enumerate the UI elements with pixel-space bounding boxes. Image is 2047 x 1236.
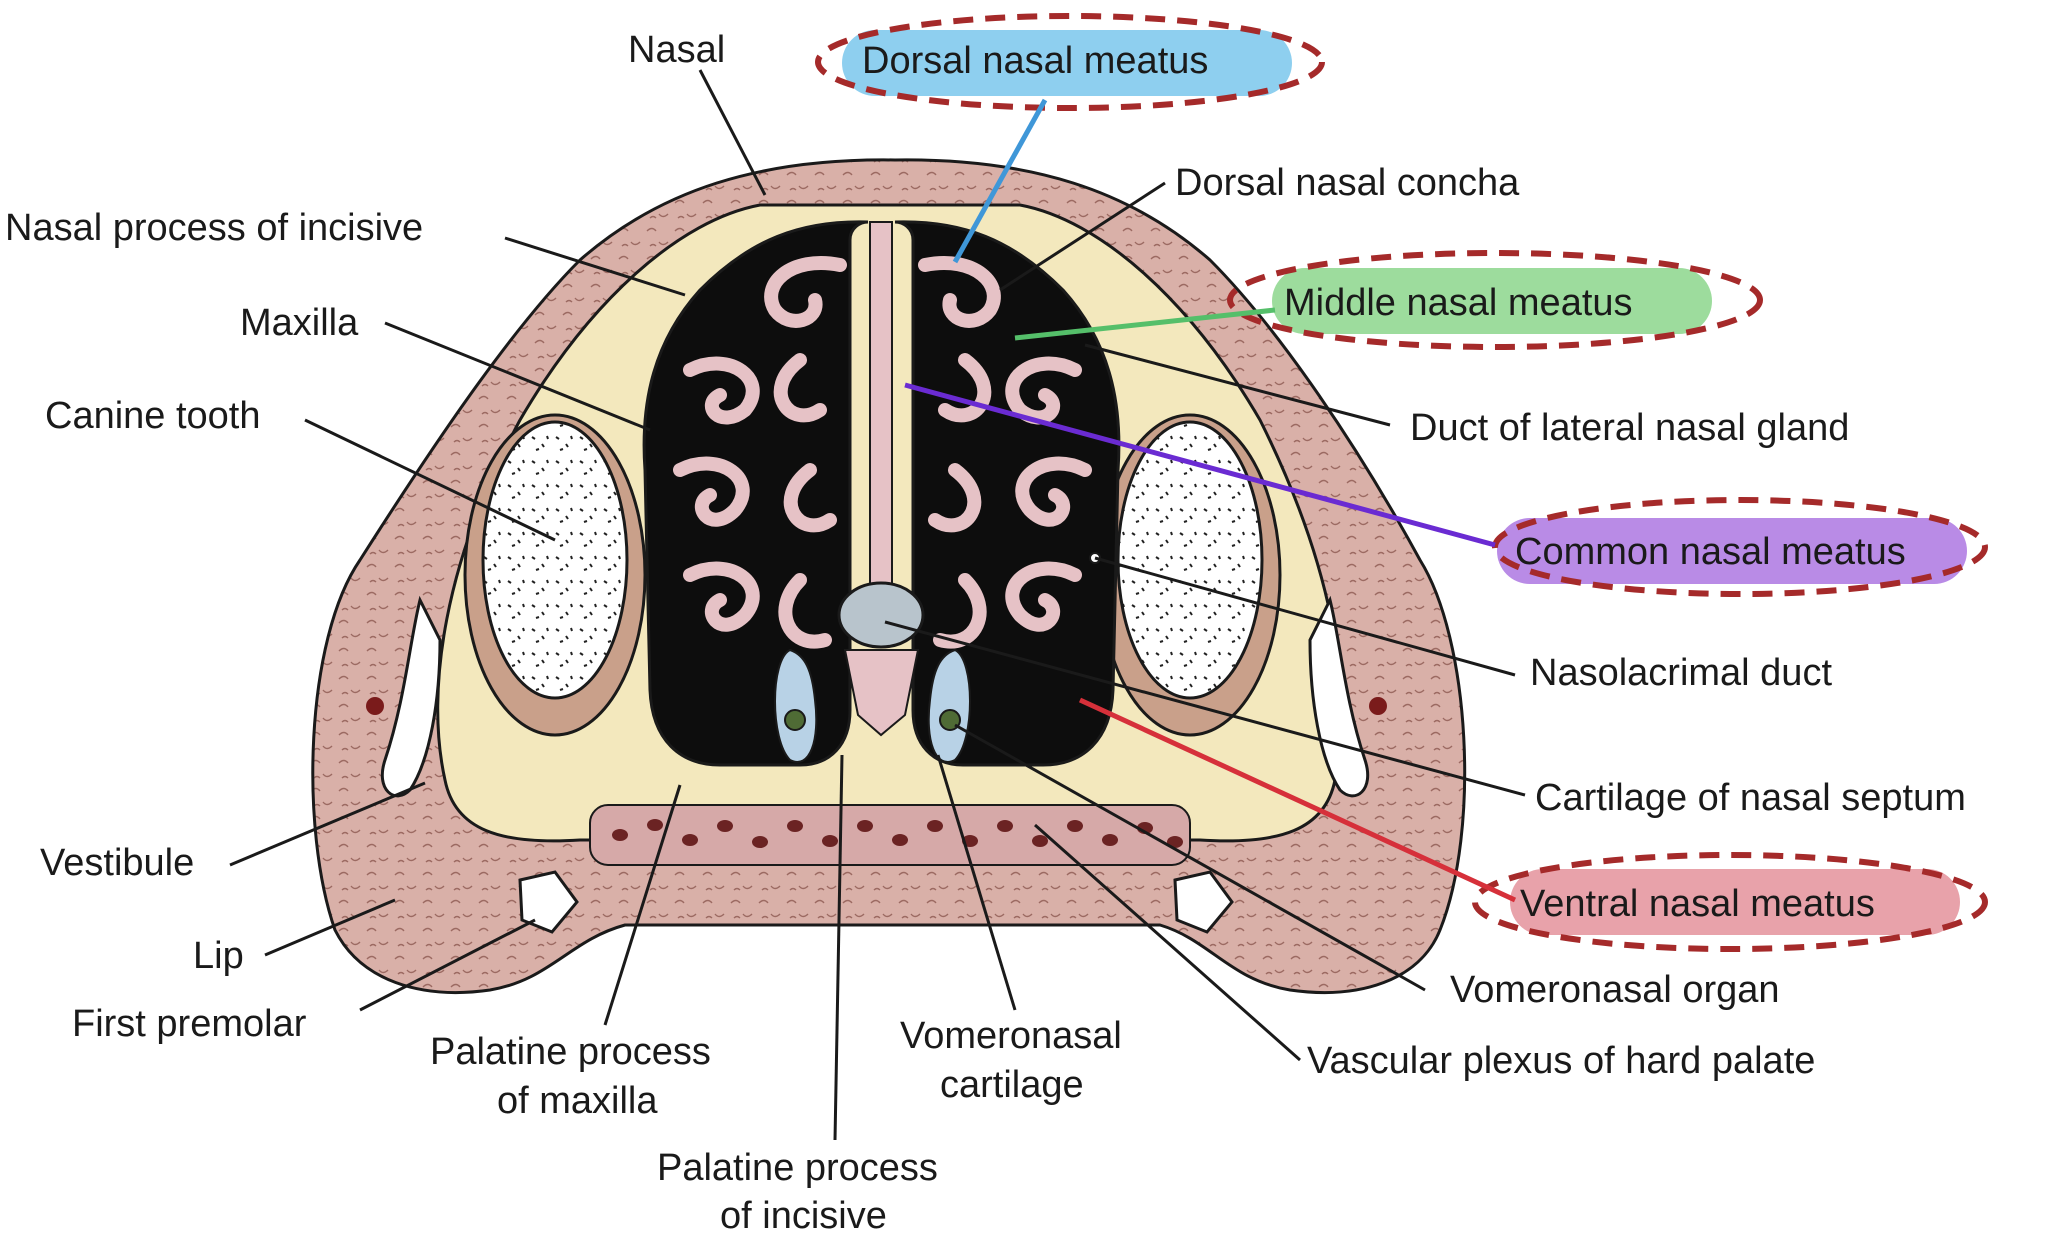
- canine-tooth-left: [463, 413, 647, 737]
- nasal-septum: [869, 221, 893, 643]
- first-premolar-left: [518, 870, 579, 934]
- label-middle-nasal-meatus: Middle nasal meatus: [1284, 282, 1633, 324]
- label-dorsal-nasal-concha: Dorsal nasal concha: [1175, 162, 1520, 204]
- nasal-cavity-left: [642, 220, 869, 767]
- label-nasolacrimal-duct: Nasolacrimal duct: [1530, 652, 1832, 694]
- label-palatine-process-of-maxilla-1: Palatine process: [430, 1031, 711, 1073]
- highlight-common-nasal-meatus: [1492, 497, 1988, 597]
- label-vestibule: Vestibule: [40, 842, 194, 884]
- vascular-plexus-vessels: [612, 819, 1183, 848]
- label-dorsal-nasal-meatus: Dorsal nasal meatus: [862, 40, 1208, 82]
- highlight-ventral-nasal-meatus: [1472, 852, 1988, 952]
- nasal-conchae: [673, 256, 1092, 649]
- label-first-premolar: First premolar: [72, 1003, 307, 1045]
- vestibule-right: [1308, 595, 1370, 798]
- label-palatine-process-of-maxilla-2: of maxilla: [497, 1080, 658, 1122]
- label-palatine-process-of-incisive-2: of incisive: [720, 1195, 887, 1236]
- pointer-common-nasal-meatus: [904, 382, 1496, 548]
- label-canine-tooth: Canine tooth: [45, 395, 261, 437]
- highlight-middle-nasal-meatus: [1227, 250, 1763, 350]
- label-vomeronasal-cartilage-1: Vomeronasal: [900, 1015, 1122, 1057]
- nasal-cavity-right: [894, 220, 1121, 767]
- label-palatine-process-of-incisive-1: Palatine process: [657, 1147, 938, 1189]
- vomeronasal-cartilage-shape: [843, 649, 920, 737]
- label-nasal-process-of-incisive: Nasal process of incisive: [5, 207, 423, 249]
- septal-cartilage: [837, 581, 925, 649]
- vessel-dot-right: [1369, 697, 1387, 715]
- vascular-plexus-band: [589, 804, 1191, 866]
- label-ventral-nasal-meatus: Ventral nasal meatus: [1520, 883, 1875, 925]
- label-common-nasal-meatus: Common nasal meatus: [1515, 531, 1906, 573]
- label-lip: Lip: [193, 935, 244, 977]
- leader-lines: [229, 69, 1526, 1141]
- label-vomeronasal-cartilage-2: cartilage: [940, 1064, 1084, 1106]
- pointer-ventral-nasal-meatus: [1078, 697, 1517, 903]
- first-premolar-right: [1173, 870, 1234, 934]
- label-vascular-plexus-of-hard-palate: Vascular plexus of hard palate: [1307, 1040, 1815, 1082]
- highlight-dorsal-nasal-meatus: [815, 13, 1325, 111]
- vomeronasal-duct-left: [784, 709, 806, 731]
- label-nasal: Nasal: [628, 29, 725, 71]
- canine-tooth-right: [1098, 413, 1282, 737]
- label-maxilla: Maxilla: [240, 302, 359, 344]
- label-duct-of-lateral-nasal-gland: Duct of lateral nasal gland: [1410, 407, 1849, 449]
- label-cartilage-of-nasal-septum: Cartilage of nasal septum: [1535, 777, 1966, 819]
- labels: Nasal Dorsal nasal meatus Dorsal nasal c…: [5, 29, 1966, 1236]
- vessel-dot-left: [366, 697, 384, 715]
- label-vomeronasal-organ: Vomeronasal organ: [1450, 969, 1780, 1011]
- vestibule-left: [380, 595, 442, 798]
- vomeronasal-organ-left: [774, 648, 818, 763]
- pointer-middle-nasal-meatus: [1014, 307, 1276, 341]
- pointer-dorsal-nasal-meatus: [952, 98, 1048, 264]
